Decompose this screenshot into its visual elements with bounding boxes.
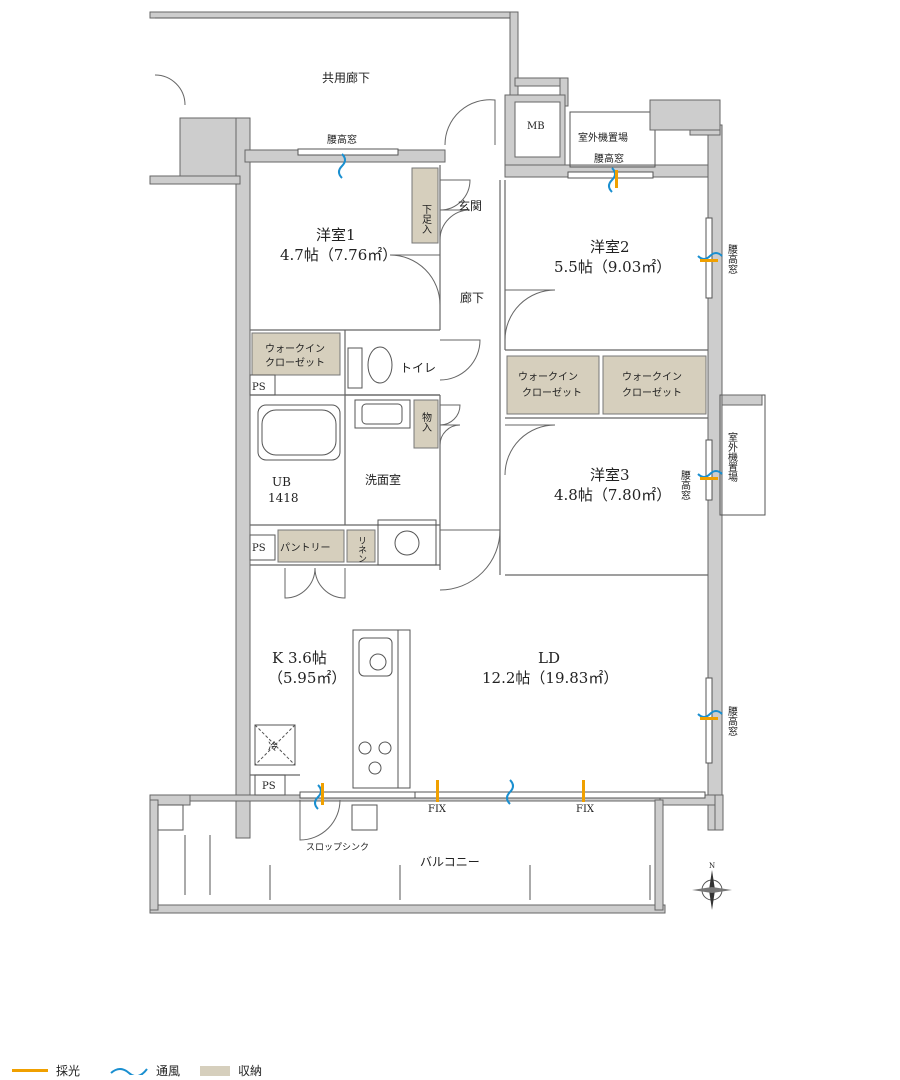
label-ld: LD — [538, 649, 560, 667]
label-waist-window-2: 腰高窓 — [594, 152, 624, 165]
label-slop-sink: スロップシンク — [306, 842, 369, 853]
label-common-corridor: 共用廊下 — [322, 70, 370, 85]
label-wic1-top: ウォークイン — [265, 343, 325, 355]
label-storage-room: 物入 — [420, 411, 432, 432]
label-room3-size: 4.8帖（7.80㎡） — [554, 486, 671, 504]
label-fix-2: FIX — [576, 804, 595, 815]
storage-swatch — [200, 1065, 230, 1076]
label-waist-window-5: 腰高窓 — [726, 706, 738, 736]
label-wic1-bottom: クローゼット — [265, 357, 325, 369]
label-ps-1: PS — [252, 382, 266, 393]
label-room2-size: 5.5帖（9.03㎡） — [554, 258, 671, 276]
label-wic2-top: ウォークイン — [518, 371, 578, 383]
light-wind-markers — [314, 153, 723, 810]
svg-text:N: N — [709, 862, 715, 870]
label-room3: 洋室3 — [590, 466, 630, 484]
label-linen: リネン — [356, 536, 367, 563]
label-wic3-bottom: クローゼット — [622, 387, 682, 399]
label-toilet: トイレ — [400, 361, 436, 375]
label-room2: 洋室2 — [590, 238, 630, 256]
walls — [149, 11, 766, 914]
label-pantry: パントリー — [280, 542, 331, 554]
legend-storage: 収納 — [200, 1062, 262, 1079]
label-mb: MB — [527, 121, 545, 132]
label-kitchen: K 3.6帖 — [272, 649, 327, 667]
legend-wind: 通風 — [110, 1062, 180, 1079]
fixtures: N — [157, 346, 732, 910]
label-fix-1: FIX — [428, 804, 447, 815]
label-entrance: 玄関 — [458, 198, 482, 213]
label-shoe-box: 下足入 — [420, 204, 432, 234]
label-waist-window-3: 腰高窓 — [726, 244, 738, 274]
legend: 採光 通風 収納 — [0, 1060, 900, 1080]
label-ps-2: PS — [252, 543, 266, 554]
label-waist-window-1: 腰高窓 — [327, 133, 357, 146]
vertical-labels: 下足入 物入 リネン 腰高窓 室外機置場 腰高窓 — [356, 204, 738, 736]
label-waist-window-4: 腰高窓 — [679, 470, 691, 500]
label-ps-3: PS — [262, 781, 276, 792]
label-fridge: 冷 — [268, 740, 278, 753]
label-outdoor-unit-top: 室外機置場 — [578, 131, 628, 144]
doors — [154, 74, 556, 841]
label-ld-size: 12.2帖（19.83㎡） — [482, 669, 618, 687]
label-kitchen-size: （5.95㎡） — [268, 669, 346, 687]
label-wic2-bottom: クローゼット — [522, 387, 582, 399]
legend-light: 採光 — [12, 1062, 80, 1079]
labels: 共用廊下 腰高窓 MB 室外機置場 腰高窓 玄関 廊下 洋室1 4.7帖（7.7… — [252, 70, 691, 869]
label-balcony: バルコニー — [420, 855, 480, 869]
label-ub: UB — [272, 475, 291, 489]
storage-areas — [251, 167, 707, 563]
label-wic3-top: ウォークイン — [622, 371, 682, 383]
label-room1-size: 4.7帖（7.76㎡） — [280, 246, 397, 264]
wind-swatch — [110, 1067, 148, 1075]
label-hallway: 廊下 — [460, 290, 484, 305]
compass-icon: N — [692, 862, 732, 910]
label-outdoor-unit-right: 室外機置場 — [726, 431, 738, 483]
light-swatch — [12, 1069, 48, 1072]
label-ub-size: 1418 — [268, 491, 299, 505]
label-washroom: 洗面室 — [365, 472, 401, 487]
label-room1: 洋室1 — [316, 226, 356, 244]
